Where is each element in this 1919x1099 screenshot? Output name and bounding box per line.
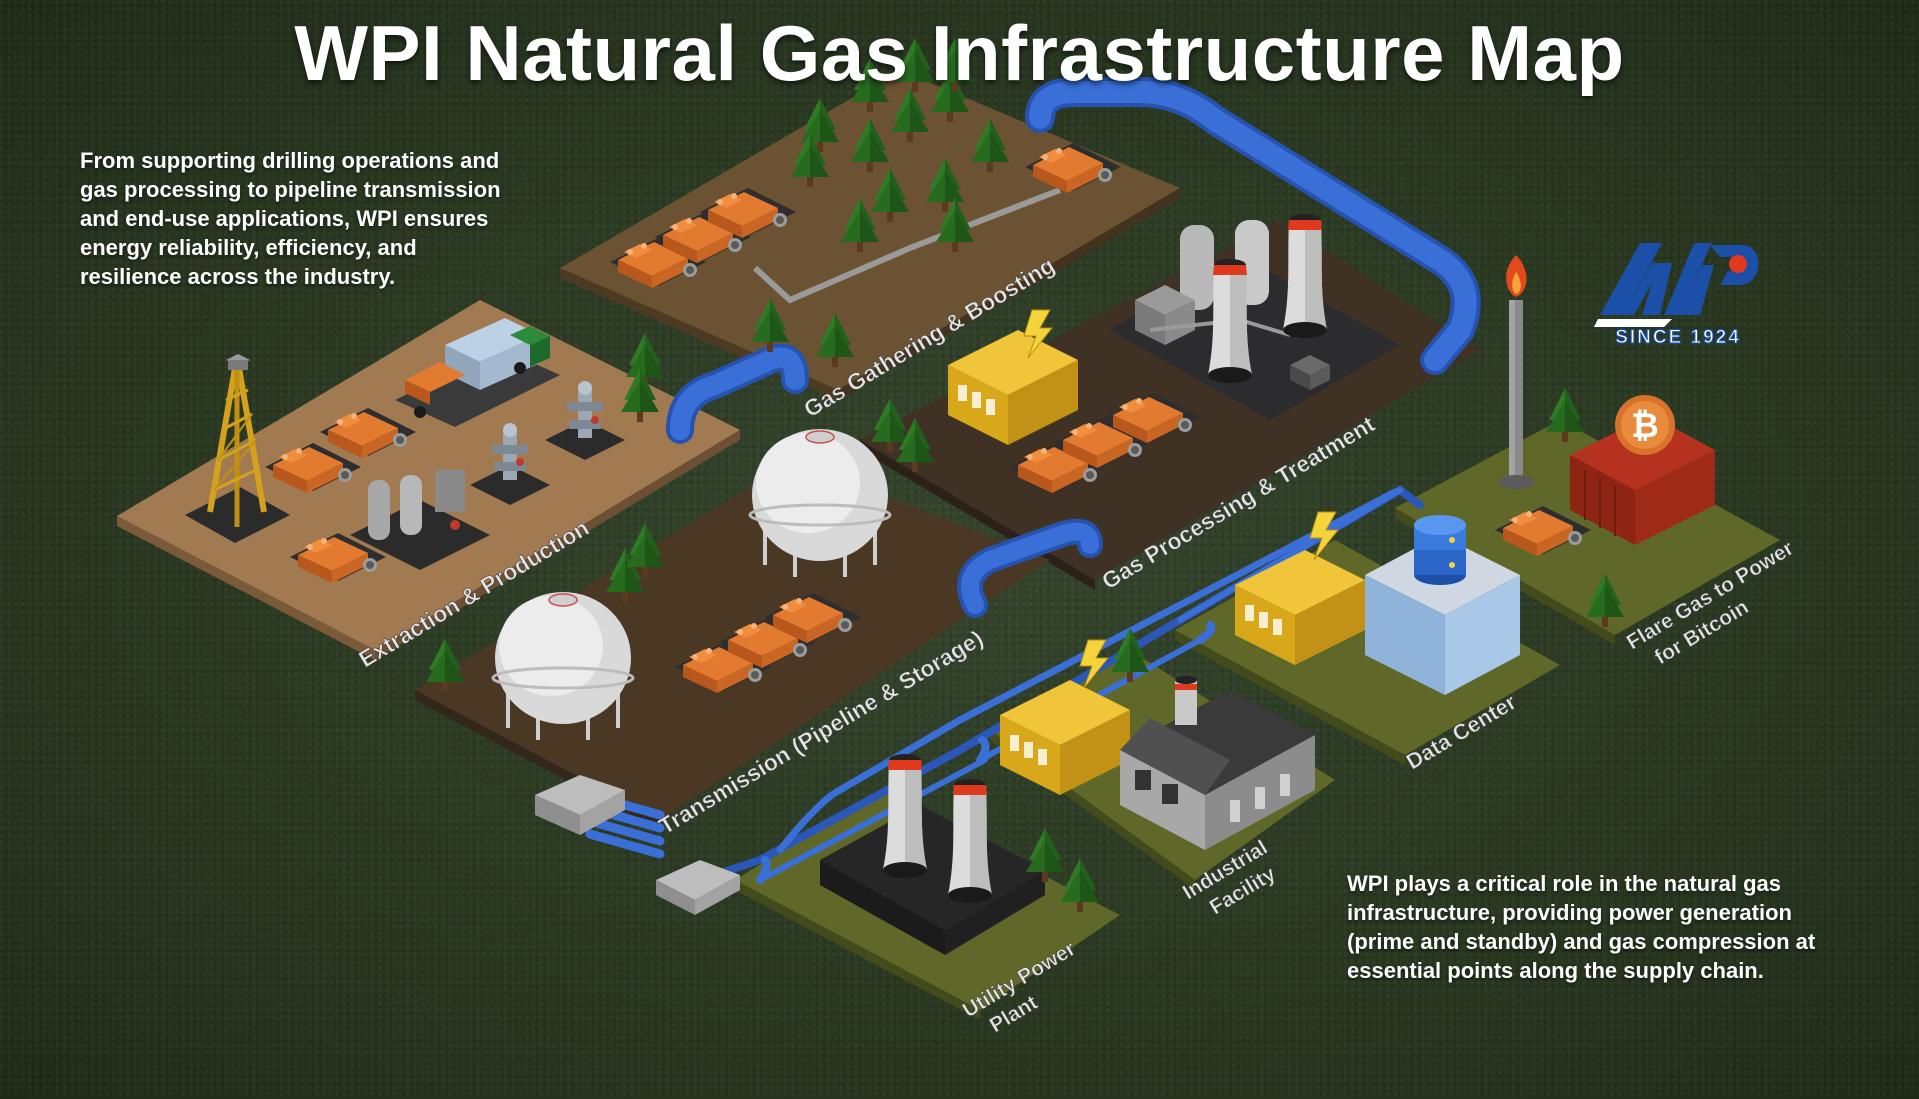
- page-title: WPI Natural Gas Infrastructure Map: [294, 9, 1625, 97]
- flare-stack-icon: [1498, 255, 1534, 489]
- wpi-logo-icon: [1594, 243, 1759, 327]
- closing-paragraph: WPI plays a critical role in the natural…: [1347, 871, 1816, 983]
- svg-text:₿: ₿: [1631, 407, 1659, 445]
- truck-icon: [395, 318, 560, 427]
- intro-paragraph: From supporting drilling operations and …: [80, 148, 501, 289]
- server-stack-icon: [1365, 515, 1520, 695]
- separator-unit: [350, 470, 490, 570]
- valve-boxes: [535, 775, 740, 915]
- factory-icon: [1120, 676, 1315, 850]
- cooling-tower-icon: [820, 214, 1327, 955]
- derrick-icon: [185, 354, 290, 543]
- wellhead-icon: [470, 381, 625, 505]
- logo-since-text: SINCE 1924: [1615, 327, 1741, 349]
- bitcoin-icon: ₿: [1615, 395, 1675, 455]
- gathering-lines: [752, 187, 1062, 304]
